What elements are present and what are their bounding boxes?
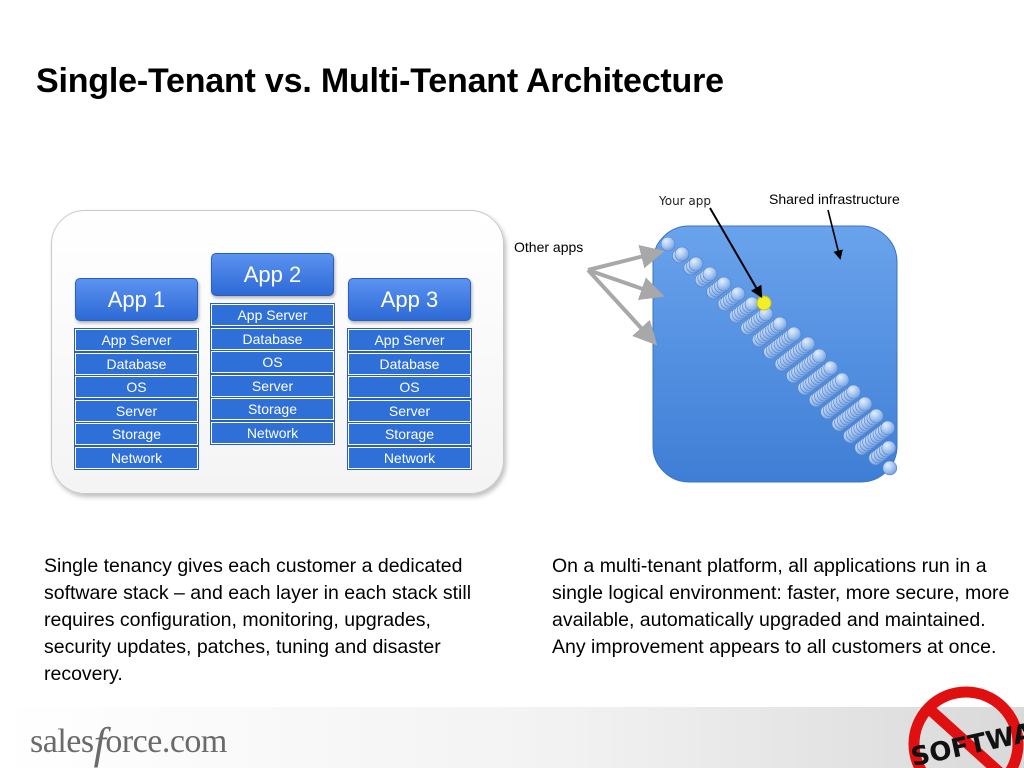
layer-network: Network: [210, 420, 335, 445]
layer-app-server: App Server: [210, 303, 335, 327]
your-app-label: Your app: [659, 194, 712, 208]
tenant-app-dot: [834, 372, 850, 388]
shared-infrastructure-arrow: [827, 209, 843, 260]
footer-bar: [0, 707, 1024, 768]
tenant-app-dot: [688, 256, 704, 272]
layer-server: Server: [74, 398, 199, 423]
tenant-app-dot: [869, 408, 884, 424]
tenant-app-dot: [812, 348, 827, 364]
stack-header-app-1: App 1: [75, 278, 198, 321]
tenant-app-dot: [823, 360, 839, 376]
stack-layers-app-2: App Server Database OS Server Storage Ne…: [210, 303, 335, 445]
layer-app-server: App Server: [74, 328, 199, 352]
stack-layers-app-1: App Server Database OS Server Storage Ne…: [74, 328, 199, 470]
tenant-app-dot: [857, 396, 873, 412]
stack-header-app-2: App 2: [211, 253, 334, 296]
layer-os: OS: [210, 350, 335, 374]
tenant-app-dot: [702, 266, 718, 282]
layer-database: Database: [347, 351, 472, 376]
your-app-dot: [756, 295, 772, 311]
stack-layers-app-3: App Server Database OS Server Storage Ne…: [347, 328, 472, 470]
other-apps-arrow-2: [587, 268, 665, 301]
layer-app-server: App Server: [347, 328, 472, 352]
tenant-app-dot: [880, 420, 896, 436]
layer-database: Database: [210, 326, 335, 351]
layer-storage: Storage: [74, 422, 199, 446]
no-software-logo: SOFTWARE: [908, 686, 1024, 768]
tenant-app-dot: [716, 276, 732, 292]
layer-server: Server: [347, 398, 472, 423]
tenant-app-dot: [846, 384, 861, 400]
multi-tenant-diagram: [586, 207, 898, 483]
stack-app-3: App 3 App Server Database OS Server Stor…: [347, 278, 472, 470]
layer-storage: Storage: [210, 397, 335, 421]
multi-tenant-figure: Your app Shared infrastructure Other app…: [510, 180, 950, 500]
tenant-app-dot: [882, 460, 898, 476]
tenant-app-dot: [881, 440, 897, 456]
multi-tenant-description: On a multi-tenant platform, all applicat…: [552, 555, 1010, 658]
tenant-app-dot: [674, 246, 690, 262]
layer-server: Server: [210, 373, 335, 398]
your-app-arrow: [709, 207, 763, 299]
stack-header-app-3: App 3: [348, 278, 471, 321]
tenant-app-dot: [786, 326, 802, 342]
layer-network: Network: [74, 445, 199, 470]
other-apps-label: Other apps: [514, 239, 584, 255]
layer-database: Database: [74, 351, 199, 376]
single-tenant-description: Single tenancy gives each customer a ded…: [44, 555, 472, 685]
tenant-app-dot: [730, 286, 746, 302]
layer-os: OS: [347, 375, 472, 399]
layer-network: Network: [347, 445, 472, 470]
layer-os: OS: [74, 375, 199, 399]
other-apps-arrow-3: [586, 268, 658, 346]
stack-app-2: App 2 App Server Database OS Server Stor…: [210, 253, 335, 445]
salesforce-logo: salesforce.com: [30, 719, 227, 768]
page-title: Single-Tenant vs. Multi-Tenant Architect…: [36, 62, 724, 100]
tenant-app-dot: [772, 316, 788, 332]
layer-storage: Storage: [347, 422, 472, 446]
shared-infrastructure-label: Shared infrastructure: [769, 191, 900, 207]
single-tenant-panel: App 1 App Server Database OS Server Stor…: [51, 210, 504, 494]
other-apps-arrow-1: [587, 245, 665, 272]
tenant-app-dot: [800, 336, 816, 352]
tenant-app-dot: [660, 236, 676, 252]
stack-app-1: App 1 App Server Database OS Server Stor…: [74, 278, 199, 470]
tenant-apps: [660, 236, 898, 476]
